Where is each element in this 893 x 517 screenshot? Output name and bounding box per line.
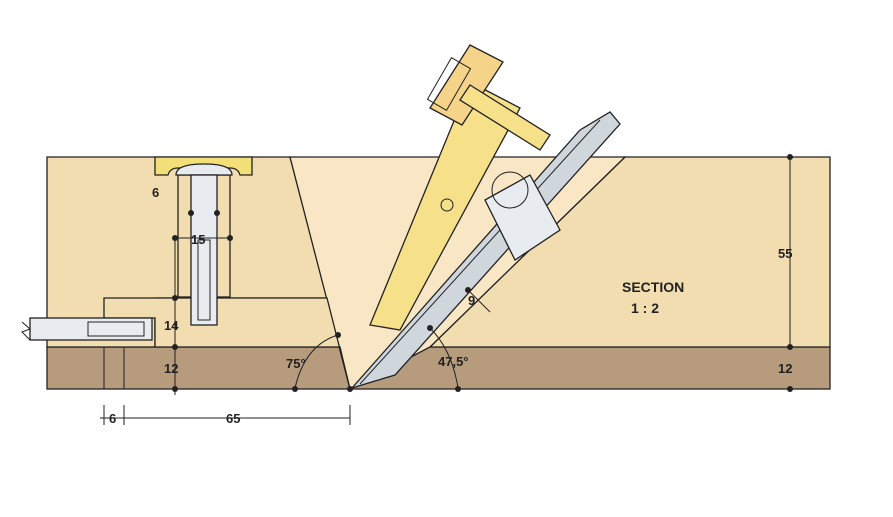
break-mark bbox=[21, 321, 31, 341]
dim-bolt-head: 6 bbox=[152, 185, 159, 200]
bolt-head bbox=[175, 163, 233, 176]
bolt-thread bbox=[197, 239, 211, 321]
mallet-head-face bbox=[426, 57, 472, 111]
dim-line-9 bbox=[467, 289, 491, 313]
mallet-collar bbox=[459, 84, 551, 151]
dim-bolt-width: 15 bbox=[191, 232, 205, 247]
chisel-bevel bbox=[359, 119, 601, 385]
clamp-rod-thread bbox=[87, 321, 145, 337]
clamp-rod bbox=[29, 317, 153, 341]
base-board bbox=[46, 346, 831, 390]
mallet-head bbox=[429, 44, 504, 126]
bolt-shank bbox=[190, 174, 218, 326]
dim-angle-right: 47,5° bbox=[438, 354, 469, 369]
guide-pivot bbox=[491, 171, 529, 209]
dim-offset-small: 6 bbox=[109, 411, 116, 426]
section-scale: 1 : 2 bbox=[631, 300, 659, 316]
dim-base-right: 12 bbox=[778, 361, 792, 376]
chisel-guide bbox=[484, 174, 561, 261]
dim-slot-depth: 14 bbox=[164, 318, 179, 333]
dim-blade-thickness: 9 bbox=[468, 293, 475, 308]
angle-arc-right bbox=[429, 327, 459, 389]
angle-arc-left bbox=[294, 334, 339, 389]
dimension-dots bbox=[172, 154, 793, 392]
dim-offset-long: 65 bbox=[226, 411, 240, 426]
dim-plank-height: 55 bbox=[778, 246, 792, 261]
dim-base-left: 12 bbox=[164, 361, 178, 376]
section-title: SECTION bbox=[622, 279, 684, 295]
dim-angle-left: 75° bbox=[286, 356, 306, 371]
mallet-handle bbox=[369, 81, 521, 331]
mallet-handle-hole bbox=[440, 198, 454, 212]
